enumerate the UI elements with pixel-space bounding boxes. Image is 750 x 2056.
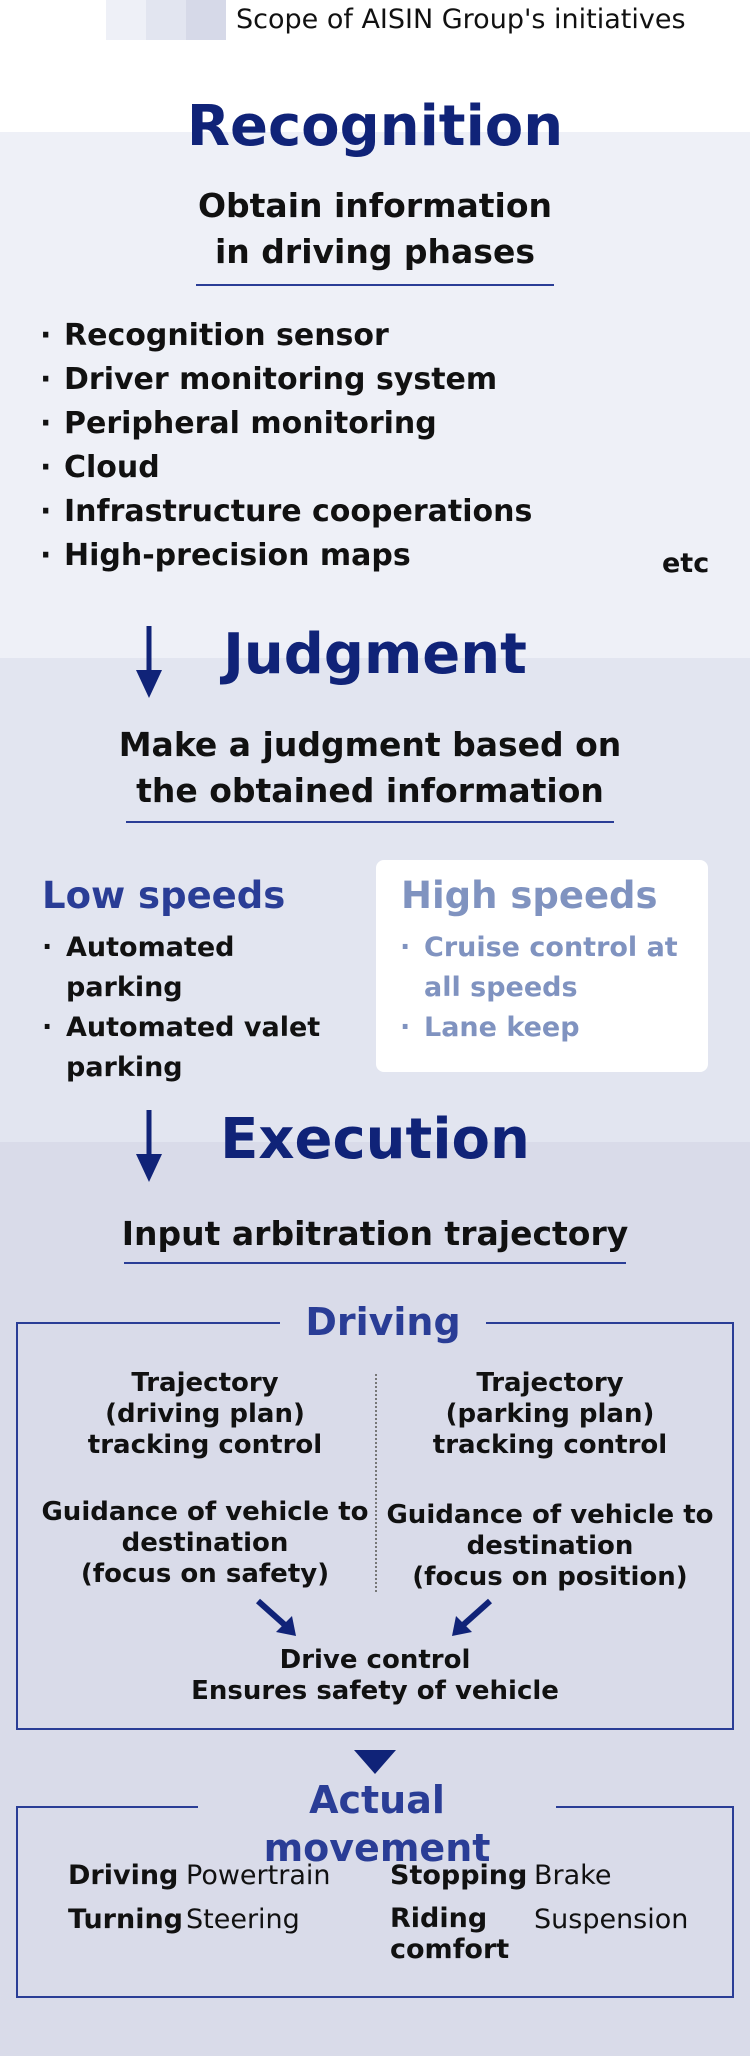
judgment-subtitle-line1: Make a judgment based on [118,725,622,764]
driving-divider [375,1374,377,1592]
judgment-title: Judgment [223,622,527,687]
recognition-subtitle-line1: Obtain information [197,186,553,225]
movement-turning-label: Turning [68,1904,184,1935]
actual-movement-title: Actual movement [198,1776,556,1872]
low-speeds-list: Automated parking Automated valet parkin… [42,928,342,1088]
high-speeds-title: High speeds [401,874,658,917]
recognition-title: Recognition [186,94,564,159]
execution-rule [124,1262,626,1264]
left-tracking-control: Trajectory (driving plan) tracking contr… [87,1368,323,1460]
drive-control: Drive control Ensures safety of vehicle [191,1645,559,1706]
scope-legend-swatches [106,0,226,40]
execution-subtitle: Input arbitration trajectory [121,1214,629,1253]
down-triangle-icon [354,1750,396,1774]
swatch-recognition [106,0,146,40]
movement-driving-label: Driving [68,1860,179,1891]
recognition-etc: etc [662,548,710,579]
list-item: Recognition sensor [40,314,532,358]
list-item: Automated valet parking [42,1008,342,1088]
movement-riding-value: Suspension [534,1904,689,1935]
recognition-rule [196,284,554,286]
list-item: High-precision maps [40,534,532,578]
list-item: Lane keep [400,1008,680,1048]
driving-title: Driving [280,1298,486,1346]
judgment-rule [126,821,614,823]
list-item: Cloud [40,446,532,490]
list-item: Infrastructure cooperations [40,490,532,534]
diagonal-arrow-right-icon [256,1598,296,1636]
scope-title: Scope of AISIN Group's initiatives [236,4,686,35]
movement-driving-value: Powertrain [186,1860,331,1891]
down-arrow-icon [136,626,162,698]
list-item: Driver monitoring system [40,358,532,402]
movement-riding-label: Riding comfort [390,1903,510,1965]
execution-background [0,1142,750,2056]
right-guidance: Guidance of vehicle to destination (focu… [386,1500,714,1592]
left-guidance: Guidance of vehicle to destination (focu… [41,1497,369,1589]
down-arrow-icon [136,1110,162,1182]
execution-title: Execution [220,1107,530,1172]
high-speeds-list: Cruise control at all speeds Lane keep [400,928,680,1048]
recognition-list: Recognition sensor Driver monitoring sys… [40,314,532,578]
low-speeds-title: Low speeds [42,874,286,917]
movement-stopping-value: Brake [534,1860,612,1891]
list-item: Cruise control at all speeds [400,928,680,1008]
movement-turning-value: Steering [186,1904,300,1935]
recognition-subtitle-line2: in driving phases [215,232,535,271]
list-item: Automated parking [42,928,342,1008]
right-tracking-control: Trajectory (parking plan) tracking contr… [432,1368,668,1460]
swatch-execution [186,0,226,40]
list-item: Peripheral monitoring [40,402,532,446]
judgment-subtitle-line2: the obtained information [136,771,604,810]
movement-stopping-label: Stopping [390,1860,528,1891]
swatch-judgment [146,0,186,40]
diagonal-arrow-left-icon [452,1598,492,1636]
